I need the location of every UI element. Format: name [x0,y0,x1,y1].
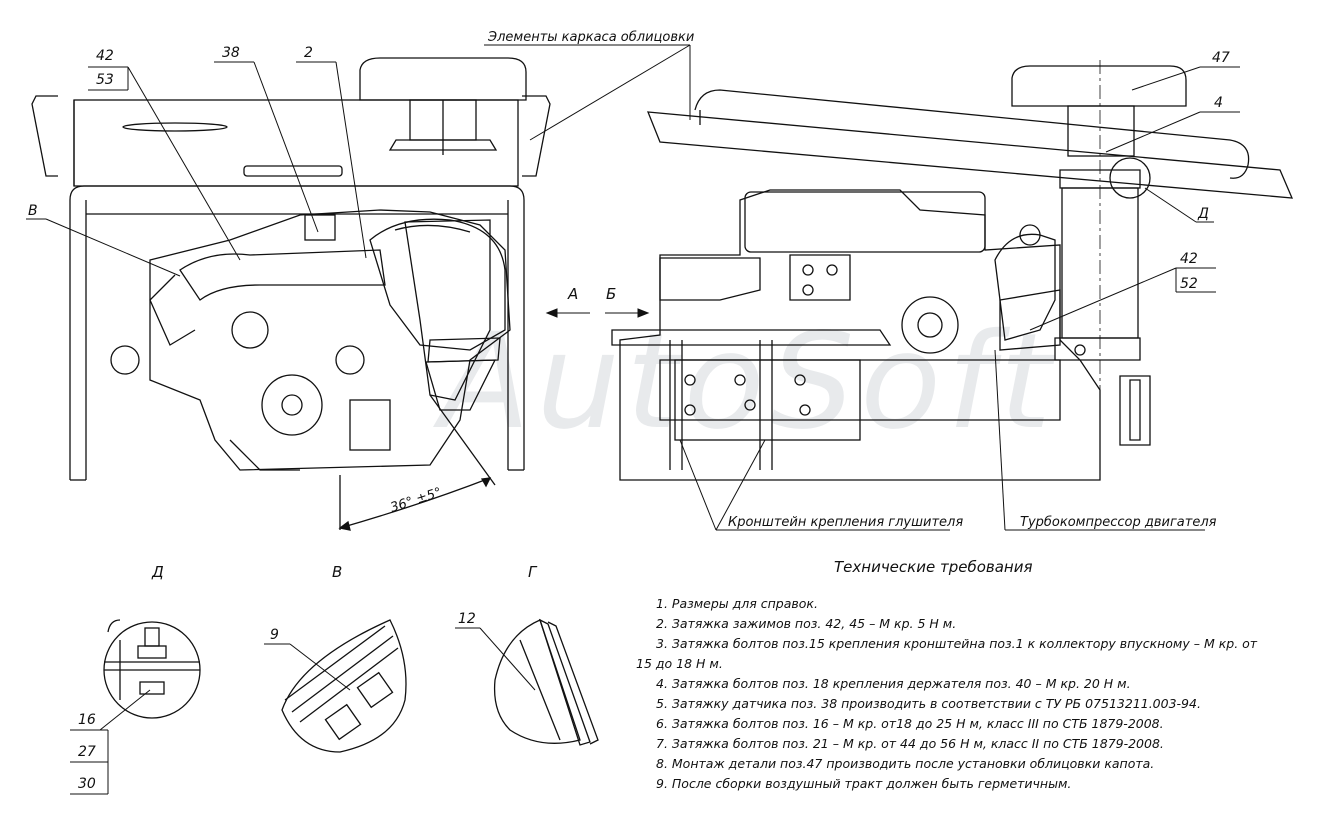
leaders-right [679,66,1240,531]
label-turbocharger: Турбокомпрессор двигателя [1020,515,1217,530]
detail-g [455,618,599,746]
detail-v-label-9: 9 [270,627,279,643]
view-a-label: А [567,285,578,303]
requirement-7: 7. Затяжка болтов поз. 21 – М кр. от 44 … [656,736,1164,751]
requirement-8: 8. Монтаж детали поз.47 производить посл… [656,756,1155,771]
detail-g-title: Г [528,563,538,581]
detail-d-label-27: 27 [78,744,96,760]
callout-42-left: 42 [96,48,114,64]
detail-v-title: В [332,563,342,581]
callout-4: 4 [1214,95,1223,111]
requirements-title: Технические требования [834,558,1033,576]
detail-g-label-12: 12 [458,611,476,627]
callout-42-right: 42 [1180,251,1198,267]
detail-d [70,619,201,795]
callout-47: 47 [1212,50,1230,66]
label-muffler-bracket: Кронштейн крепления глушителя [728,515,963,530]
callout-38: 38 [222,45,240,61]
detail-d-label-16: 16 [78,712,96,728]
requirements-list: 1. Размеры для справок. 2. Затяжка зажим… [636,594,1296,794]
requirement-2: 2. Затяжка зажимов поз. 42, 45 – М кр. 5… [656,616,957,631]
angle-dimension: 36° ±5° [389,485,444,516]
requirement-3-cont: 15 до 18 Н м. [636,656,723,671]
leaders-left [26,44,691,318]
requirement-6: 6. Затяжка болтов поз. 16 – М кр. от18 д… [656,716,1164,731]
watermark: AutoSoft [440,305,1058,459]
detail-d-title: Д [151,563,164,581]
requirement-5: 5. Затяжку датчика поз. 38 производить в… [656,696,1201,711]
detail-v [264,619,407,753]
view-v-label: В [28,203,38,219]
callout-53: 53 [96,72,114,88]
callout-52: 52 [1180,276,1198,292]
detail-d-label-30: 30 [78,776,96,792]
callout-d-top: Д [1197,206,1209,222]
requirement-4: 4. Затяжка болтов поз. 18 крепления держ… [656,676,1131,691]
requirement-1: 1. Размеры для справок. [656,596,818,611]
view-b-label: Б [606,285,616,303]
side-view [611,60,1294,481]
front-view [31,57,551,531]
label-frame-elements: Элементы каркаса облицовки [487,30,694,45]
requirement-3: 3. Затяжка болтов поз.15 крепления кронш… [656,636,1258,651]
callout-2: 2 [304,45,313,61]
requirement-9: 9. После сборки воздушный тракт должен б… [656,776,1072,791]
